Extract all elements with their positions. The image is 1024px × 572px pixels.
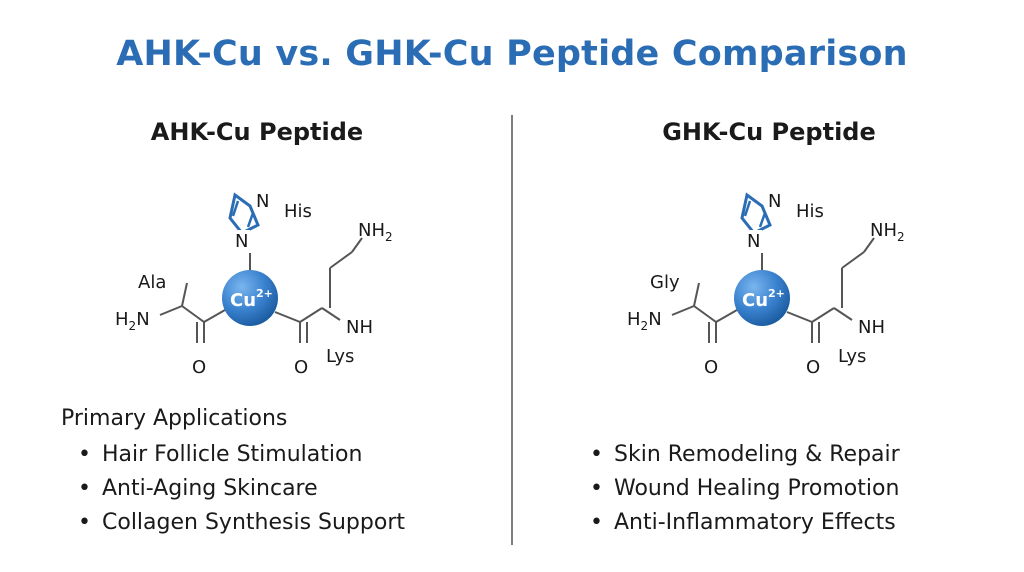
imidazole-ring [228,192,260,235]
ring-double-bond [231,200,240,217]
list-item: • Hair Follicle Stimulation [78,440,405,474]
ring-n-label: N [768,191,781,212]
application-text: Anti-Aging Skincare [102,476,318,501]
ghk-cu-structure: N N His Cu2+ Gly H2N NH2 NH Lys O O [627,190,905,378]
ghk-applications-list: • Skin Remodeling & Repair • Wound Healing… [590,440,900,542]
nh2-label: NH2 [870,220,905,244]
ahk-cu-structure: N N His Cu2+ Ala H2N NH2 NH Lys O O [115,190,393,378]
list-item: • Skin Remodeling & Repair [590,440,900,474]
bullet: • [78,510,91,535]
panel-divider [511,115,513,545]
h2n-label: H2N [115,309,150,333]
imidazole-ring [740,192,772,235]
application-text: Anti-Inflammatory Effects [614,510,896,535]
ring-n-bottom-label: N [235,231,248,252]
bullet: • [78,442,91,467]
application-text: Collagen Synthesis Support [102,510,405,535]
copper-ion [222,270,278,326]
bullet: • [590,476,603,501]
nh2-label: NH2 [358,220,393,244]
ahk-applications-list: • Hair Follicle Stimulation • Anti-Aging S… [78,440,405,542]
nh-label: NH [858,317,885,338]
application-text: Wound Healing Promotion [614,476,900,501]
list-item: • Anti-Inflammatory Effects [590,508,900,542]
ring-double-bond-2 [758,212,767,228]
ala-label: Ala [138,272,166,293]
application-text: Hair Follicle Stimulation [102,442,363,467]
copper-ion [734,270,790,326]
bond-lines [159,237,363,343]
ring-n-label: N [256,191,269,212]
page-title: AHK-Cu vs. GHK-Cu Peptide Comparison [116,34,908,74]
nh-label: NH [346,317,373,338]
left-panel-title: AHK-Cu Peptide [150,118,364,146]
ring-double-bond [743,200,752,217]
oxygen-label-2: O [294,357,308,378]
his-label: His [284,201,312,222]
lys-label: Lys [326,346,354,367]
lys-label: Lys [838,346,866,367]
copper-label: Cu2+ [742,287,785,311]
bond-lines [671,237,875,343]
list-item: • Collagen Synthesis Support [78,508,405,542]
application-text: Skin Remodeling & Repair [614,442,900,467]
oxygen-label-1: O [192,357,206,378]
oxygen-label-1: O [704,357,718,378]
oxygen-label-2: O [806,357,820,378]
bullet: • [590,510,603,535]
list-item: • Wound Healing Promotion [590,474,900,508]
bullet: • [78,476,91,501]
ring-double-bond-2 [246,212,255,228]
ring-n-bottom-label: N [747,231,760,252]
copper-label: Cu2+ [230,287,273,311]
applications-heading: Primary Applications [61,406,288,431]
h2n-label: H2N [627,309,662,333]
list-item: • Anti-Aging Skincare [78,474,405,508]
right-panel-title: GHK-Cu Peptide [662,118,876,146]
his-label: His [796,201,824,222]
gly-label: Gly [650,272,680,293]
bullet: • [590,442,603,467]
